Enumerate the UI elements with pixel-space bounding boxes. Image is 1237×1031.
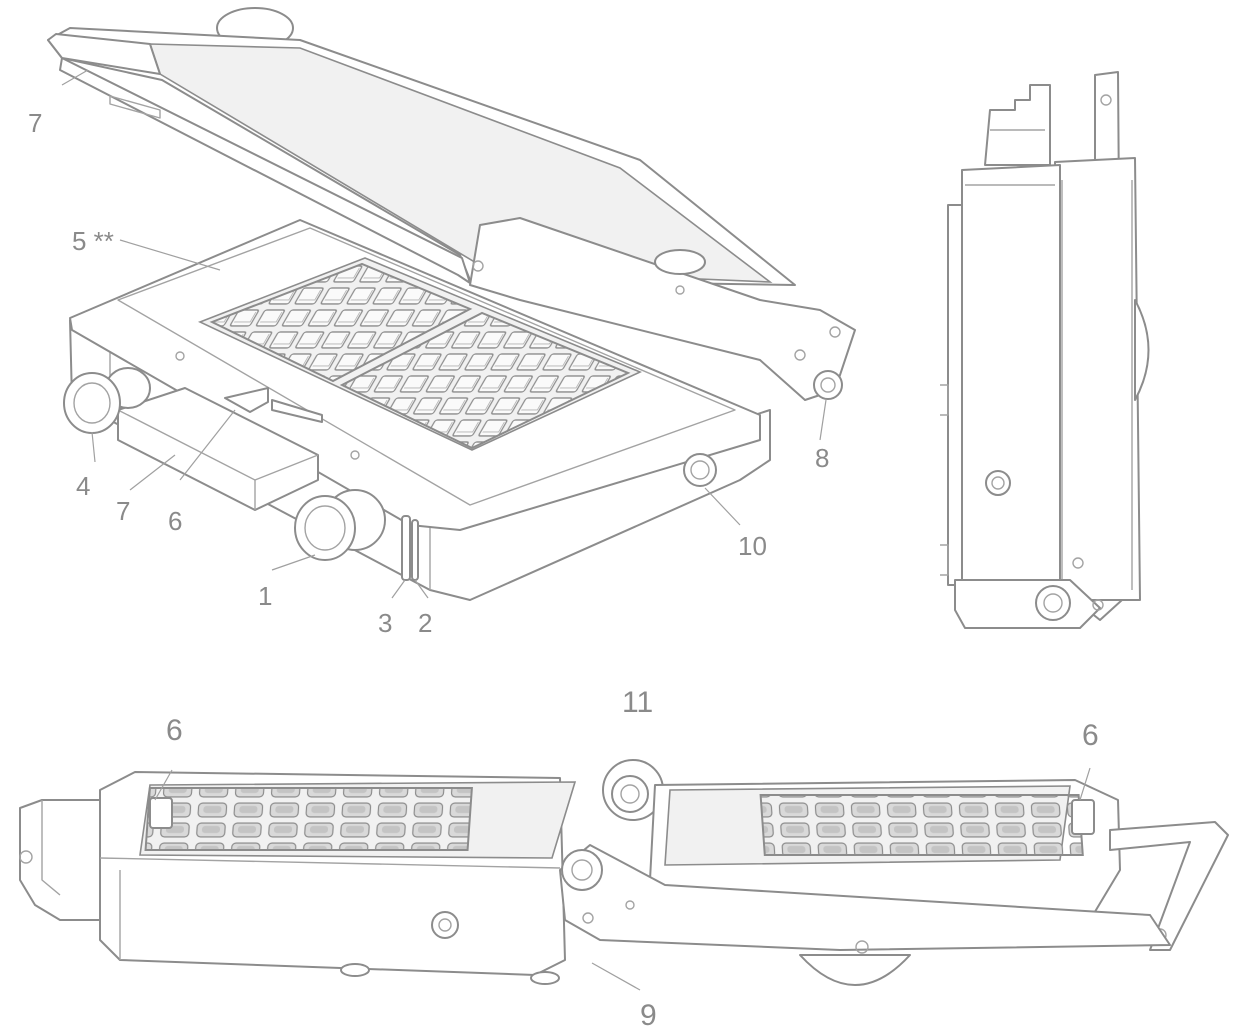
callout-6-left: 6 — [166, 714, 183, 747]
callout-3: 3 — [378, 608, 392, 638]
callout-1: 1 — [258, 581, 272, 611]
callout-2: 2 — [418, 608, 432, 638]
knob-4 — [63, 367, 151, 434]
callout-10: 10 — [738, 531, 767, 561]
callout-8: 8 — [815, 443, 829, 473]
perspective-view — [47, 7, 856, 601]
waffle-plate-left — [144, 787, 473, 851]
callout-7-top: 7 — [28, 108, 42, 138]
right-handle — [1109, 821, 1229, 951]
callout-4: 4 — [76, 471, 90, 501]
callout-labels: 7 5 ** 4 7 6 1 3 2 8 10 11 6 6 9 — [28, 108, 1099, 1031]
callout-5: 5 ** — [72, 226, 114, 256]
hinge-8 — [813, 370, 843, 400]
socket-10 — [683, 453, 717, 487]
callout-7-bottom: 7 — [116, 496, 130, 526]
knob-1 — [294, 489, 386, 561]
waffle-grid-left — [209, 262, 473, 383]
callout-6-top: 6 — [168, 506, 182, 536]
waffle-grid-right — [339, 311, 631, 450]
socket-flat — [431, 911, 459, 939]
hinge-11 — [602, 759, 664, 821]
drip-tray — [117, 387, 319, 511]
hinge-9 — [561, 849, 603, 891]
left-handle — [19, 799, 106, 921]
hinge-arm — [559, 844, 1171, 951]
side-view — [940, 71, 1150, 629]
callout-6-right: 6 — [1082, 719, 1099, 752]
lid-handle — [469, 217, 856, 401]
flat-view — [19, 759, 1229, 991]
callout-11: 11 — [622, 686, 653, 719]
waffle-plate-right — [759, 794, 1084, 856]
callout-9: 9 — [640, 999, 657, 1031]
